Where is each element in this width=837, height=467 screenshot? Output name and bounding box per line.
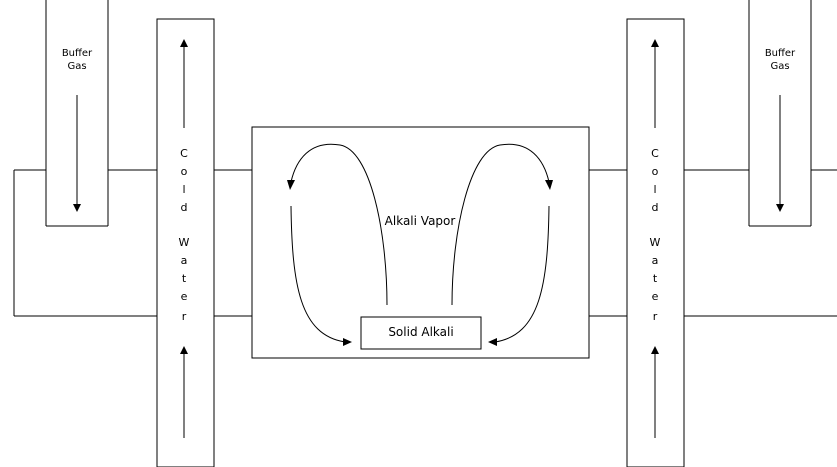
left-cold-water-letter: o	[180, 165, 188, 178]
right-buffer-gas-arrow-head	[776, 204, 784, 212]
vapor-flow-left-upper-head	[287, 180, 295, 190]
right-cold-water-letter: a	[651, 254, 659, 267]
vapor-flow-left-upper	[290, 143, 388, 306]
left-buffer-gas-label-line1: Buffer	[61, 48, 93, 59]
right-cold-water-column	[626, 18, 685, 467]
right-cold-water-letter: o	[651, 165, 659, 178]
vapor-cell-chamber	[251, 126, 590, 359]
right-cold-water-letter: d	[651, 201, 659, 214]
right-buffer-gas-label-line1: Buffer	[764, 48, 796, 59]
right-buffer-gas-label: Buffer Gas	[749, 47, 811, 73]
left-buffer-gas-label: Buffer Gas	[46, 47, 108, 73]
left-buffer-gas-label-line2: Gas	[67, 61, 87, 72]
right-cold-water-letter: t	[652, 272, 658, 285]
solid-alkali-label: Solid Alkali	[388, 325, 454, 339]
vapor-flow-left-lower-head	[343, 338, 352, 346]
left-cold-water-letter: e	[180, 290, 188, 303]
alkali-vapor-label: Alkali Vapor	[384, 214, 456, 228]
vapor-flow-right-upper-head	[545, 180, 553, 190]
left-water-arrow-bottom-head	[180, 346, 188, 354]
right-water-arrow-bottom-head	[651, 346, 659, 354]
right-cold-water-letter: C	[651, 147, 659, 160]
left-cold-water-column	[156, 18, 215, 467]
vapor-flow-right-upper	[451, 143, 550, 306]
right-cold-water-letter: l	[653, 183, 657, 196]
left-buffer-gas-arrow-head	[73, 204, 81, 212]
right-water-arrow-top-head	[651, 39, 659, 47]
solid-alkali-box	[360, 316, 482, 350]
left-cold-water-letter: C	[180, 147, 188, 160]
vapor-flow-right-lower-head	[488, 338, 497, 346]
left-cold-water-letter: r	[181, 310, 187, 323]
left-cold-water-letter: a	[180, 254, 188, 267]
vapor-flow-right-lower	[494, 205, 550, 343]
left-cold-water-letter: d	[180, 201, 188, 214]
right-buffer-gas-label-line2: Gas	[770, 61, 790, 72]
left-cold-water-letter: W	[178, 236, 190, 249]
right-cold-water-letter: W	[649, 236, 661, 249]
right-cold-water-letter: r	[652, 310, 658, 323]
right-cold-water-letter: e	[651, 290, 659, 303]
left-cold-water-letter: l	[182, 183, 186, 196]
left-cold-water-letter: t	[181, 272, 187, 285]
left-water-arrow-top-head	[180, 39, 188, 47]
vapor-flow-left-lower	[290, 205, 346, 343]
